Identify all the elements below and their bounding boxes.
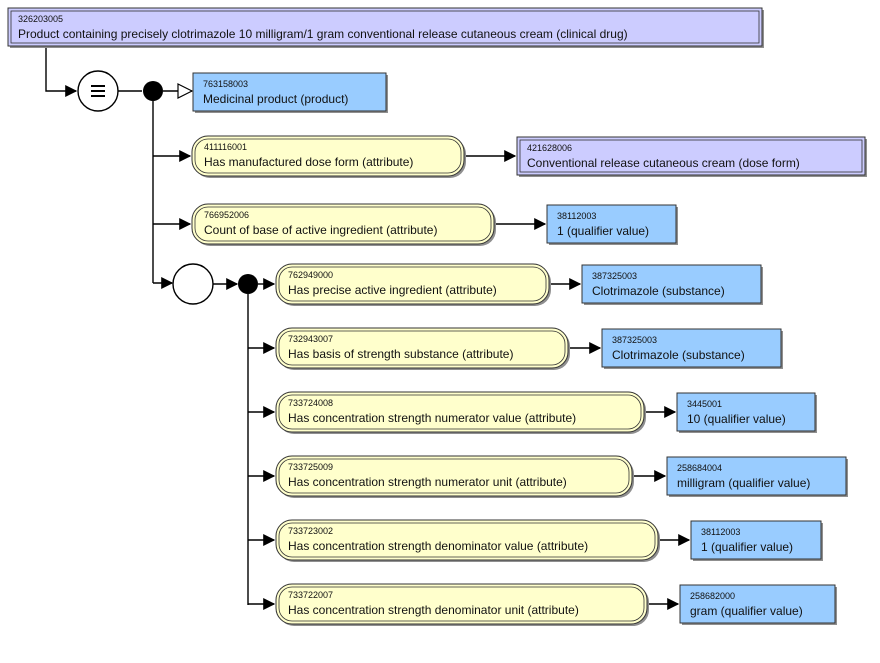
concept-label: Conventional release cutaneous cream (do…: [527, 156, 800, 170]
attribute-inner-border: [278, 330, 566, 366]
concept-id: 387325003: [612, 335, 657, 345]
attribute-label: Has precise active ingredient (attribute…: [288, 283, 497, 297]
group-value-3[interactable]: 258684004 milligram (qualifier value): [666, 456, 848, 497]
attribute-box: [191, 203, 495, 245]
group-value-2[interactable]: 3445001 10 (qualifier value): [676, 392, 817, 433]
concept-box: [676, 392, 816, 432]
concept-label: Product containing precisely clotrimazol…: [18, 27, 628, 41]
attribute-id: 762949000: [288, 270, 333, 280]
attribute-id: 733725009: [288, 462, 333, 472]
attribute-inner-border: [194, 206, 492, 242]
concept-id: 387325003: [592, 271, 637, 281]
concept-id: 38112003: [701, 527, 740, 537]
attribute-label: Has concentration strength denominator u…: [288, 603, 579, 617]
ungrouped-value-1[interactable]: 38112003 1 (qualifier value): [546, 204, 678, 245]
concept-id: 38112003: [557, 211, 596, 221]
connector-lines: [45, 48, 691, 610]
concept-id: 421628006: [527, 143, 572, 153]
role-group-icon: [172, 263, 214, 305]
attribute-box: [191, 135, 465, 177]
concept-box: [601, 328, 782, 368]
attribute-inner-border: [278, 458, 630, 494]
attribute-label: Has concentration strength numerator val…: [288, 411, 576, 425]
attribute-label: Has basis of strength substance (attribu…: [288, 347, 513, 361]
concept-label: Clotrimazole (substance): [592, 284, 725, 298]
attribute-label: Has concentration strength numerator uni…: [288, 475, 567, 489]
attribute-id: 733723002: [288, 526, 333, 536]
attribute-label: Count of base of active ingredient (attr…: [204, 223, 437, 237]
focus-to-equivalence-line: [45, 48, 78, 97]
concept-box: [7, 7, 763, 47]
attribute-inner-border: [194, 138, 462, 174]
conjunction-dot-icon: [238, 274, 258, 294]
concept-id: 258684004: [677, 463, 722, 473]
defined-inner-border: [519, 139, 863, 173]
attribute-box: [275, 583, 648, 625]
attribute-box: [275, 263, 550, 305]
concept-box: [666, 456, 847, 496]
attribute-inner-border: [278, 522, 656, 558]
attribute-id: 766952006: [204, 210, 249, 220]
concept-box: [546, 204, 677, 244]
attribute-inner-border: [278, 266, 547, 302]
group-value-5[interactable]: 258682000 gram (qualifier value): [679, 584, 837, 625]
attribute-inner-border: [278, 394, 642, 430]
conjunction-dot-icon: [143, 81, 163, 101]
concept-box: [690, 520, 822, 560]
concept-id: 326203005: [18, 14, 63, 24]
concept-id: 258682000: [690, 591, 735, 601]
concept-box: [581, 264, 762, 304]
attribute-box: [275, 327, 569, 369]
concept-label: 10 (qualifier value): [687, 412, 786, 426]
equivalence-icon: [77, 70, 119, 112]
concept-label: 1 (qualifier value): [557, 224, 649, 238]
attribute-label: Has concentration strength denominator v…: [288, 539, 588, 553]
concept-id: 3445001: [687, 399, 722, 409]
attribute-id: 733724008: [288, 398, 333, 408]
concept-label: gram (qualifier value): [690, 604, 803, 618]
attribute-box: [275, 391, 645, 433]
concept-box: [516, 136, 866, 176]
concept-label: Medicinal product (product): [203, 92, 348, 106]
attribute-inner-border: [278, 586, 645, 622]
attribute-id: 411116001: [204, 142, 247, 152]
concept-box: [679, 584, 836, 624]
concept-label: 1 (qualifier value): [701, 540, 793, 554]
group-value-4[interactable]: 38112003 1 (qualifier value): [690, 520, 823, 561]
attribute-box: [275, 519, 659, 561]
attribute-id: 732943007: [288, 334, 333, 344]
defined-inner-border: [10, 10, 760, 44]
concept-id: 763158003: [203, 79, 248, 89]
attribute-box: [275, 455, 633, 497]
concept-label: milligram (qualifier value): [677, 476, 810, 490]
attribute-id: 733722007: [288, 590, 333, 600]
attribute-label: Has manufactured dose form (attribute): [204, 155, 413, 169]
concept-box: [192, 72, 387, 112]
concept-label: Clotrimazole (substance): [612, 348, 745, 362]
